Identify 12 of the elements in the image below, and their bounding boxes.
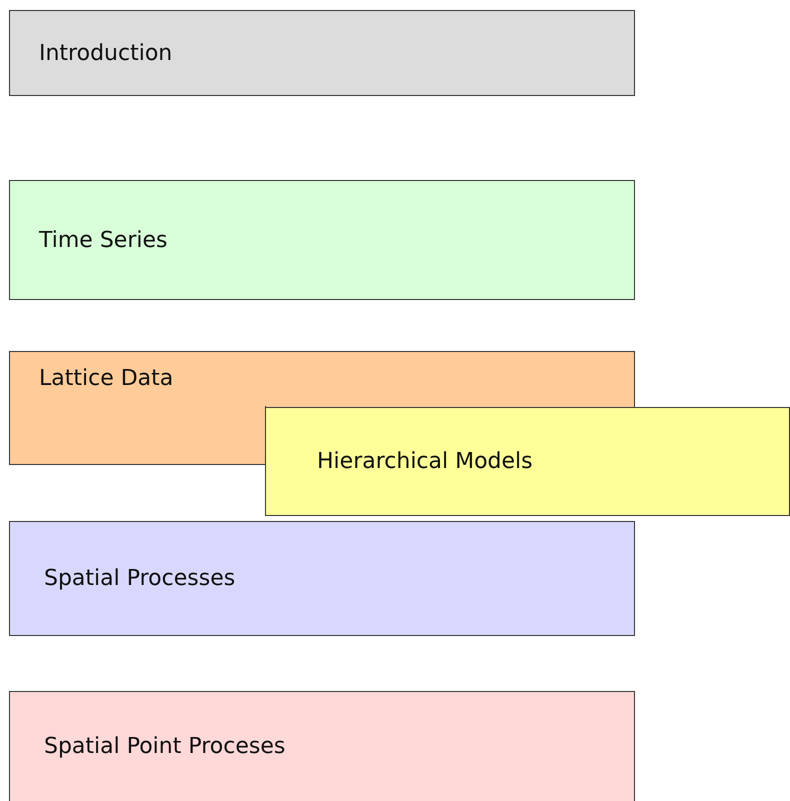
topic-box — [265, 407, 790, 516]
topic-label: Time Series — [39, 228, 168, 252]
topic-box — [9, 180, 635, 300]
topic-label: Spatial Point Proceses — [44, 734, 286, 758]
topic-label: Hierarchical Models — [317, 449, 533, 474]
topic-box — [9, 521, 635, 636]
topic-box — [9, 10, 635, 96]
topic-label: Spatial Processes — [44, 566, 236, 591]
topic-label: Lattice Data — [39, 366, 174, 391]
topic-label: Introduction — [39, 40, 172, 66]
topic-box — [9, 351, 635, 407]
topic-box — [9, 691, 635, 801]
